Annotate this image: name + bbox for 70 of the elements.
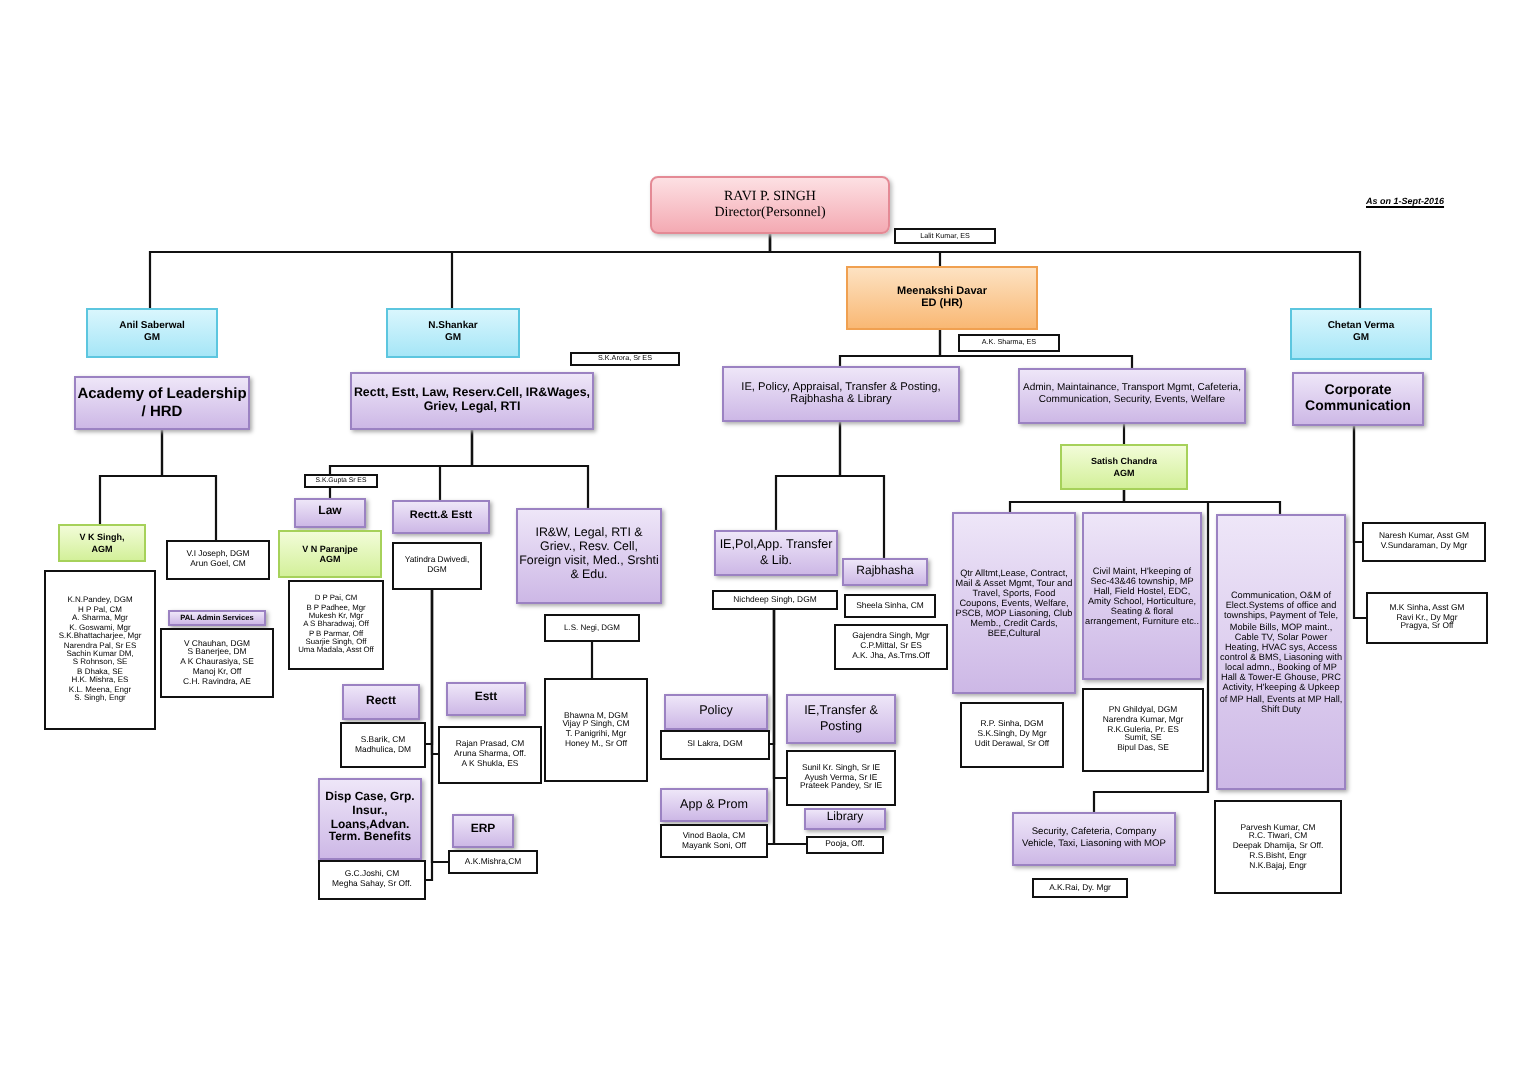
manager-box	[58, 524, 146, 562]
department-box	[350, 372, 594, 430]
staff-box	[160, 628, 274, 698]
staff-box	[960, 702, 1064, 768]
department-box	[952, 512, 1076, 694]
staff-box	[544, 614, 640, 642]
department-box	[516, 508, 662, 604]
staff-box	[166, 540, 270, 580]
manager-box	[386, 308, 520, 358]
connector-line	[768, 234, 1362, 308]
staff-box	[288, 580, 384, 670]
department-box	[294, 498, 366, 528]
staff-box	[544, 678, 648, 782]
staff-box	[570, 352, 680, 366]
department-box	[1216, 514, 1346, 790]
staff-box	[340, 722, 426, 768]
department-box	[446, 682, 526, 716]
staff-box	[448, 850, 538, 874]
connector-line	[470, 430, 590, 508]
connector-line	[590, 642, 594, 678]
connector-line	[1092, 490, 1210, 812]
staff-box	[894, 228, 996, 244]
manager-box	[1290, 308, 1432, 360]
department-box	[1018, 368, 1246, 424]
staff-box	[1082, 688, 1204, 772]
department-box	[318, 778, 422, 860]
connector-line	[938, 330, 1134, 368]
staff-box	[1362, 522, 1486, 562]
department-box	[168, 610, 266, 626]
executive-box	[846, 266, 1038, 330]
connector-line	[430, 590, 448, 864]
department-box	[660, 788, 768, 822]
manager-box	[278, 530, 382, 578]
manager-box	[86, 308, 218, 358]
staff-box	[438, 726, 542, 784]
staff-box	[844, 594, 936, 618]
connector-line	[838, 422, 886, 558]
manager-box	[1060, 444, 1188, 490]
department-box	[74, 376, 250, 430]
connector-line	[1122, 424, 1126, 444]
staff-box	[958, 334, 1060, 352]
staff-box	[806, 836, 884, 854]
staff-box	[660, 824, 768, 858]
connector-line	[772, 610, 806, 846]
connector-line	[160, 430, 218, 540]
director-box	[650, 176, 890, 234]
department-box	[452, 814, 514, 848]
staff-box	[392, 542, 482, 590]
department-box	[786, 694, 896, 744]
staff-box	[660, 730, 770, 760]
department-box	[722, 366, 960, 422]
staff-box	[1366, 592, 1488, 644]
staff-box	[304, 474, 378, 488]
department-box	[1012, 812, 1176, 866]
department-box	[392, 500, 490, 534]
department-box	[664, 694, 768, 730]
staff-box	[44, 570, 156, 730]
staff-box	[834, 624, 948, 670]
department-box	[714, 530, 838, 576]
staff-box	[1214, 800, 1342, 894]
department-box	[842, 558, 928, 586]
department-box	[1082, 512, 1202, 680]
staff-box	[712, 590, 838, 610]
department-box	[1292, 372, 1424, 426]
staff-box	[318, 860, 426, 900]
connector-line	[1352, 426, 1366, 620]
staff-box	[1032, 878, 1128, 898]
department-box	[804, 808, 886, 830]
department-box	[342, 684, 420, 720]
staff-box	[786, 750, 896, 806]
